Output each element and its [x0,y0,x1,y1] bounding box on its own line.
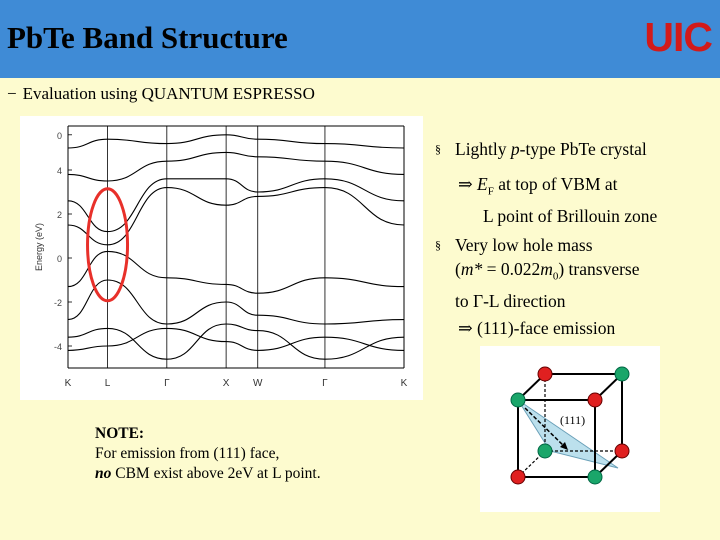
y-tick-label: -4 [54,342,62,352]
subtitle: −Evaluation using QUANTUM ESPRESSO [7,84,315,104]
x-tick-label: X [223,378,230,389]
band-line [67,279,405,325]
header-bar: PbTe Band Structure UIC [0,0,720,78]
y-tick-label: 2 [57,210,62,220]
note-emphasis: no [95,465,112,482]
atom-red [510,469,526,485]
atom-green [587,469,603,485]
y-tick-label: 0 [57,131,62,141]
atom-green [614,366,630,382]
bullet-marker: § [435,142,441,156]
dash-bullet: − [7,84,17,103]
page-title: PbTe Band Structure [7,20,288,55]
atom-green [510,392,526,408]
implies-symbol: ⇒ [458,174,473,194]
atom-red [587,392,603,408]
y-tick-label: 4 [57,166,62,176]
note-line1: For emission from (111) face, [95,445,280,462]
fcc-cube-diagram: (111) [480,346,660,512]
subtitle-text: Evaluation using QUANTUM ESPRESSO [22,84,315,103]
bullet-marker: § [435,238,441,252]
implication-ef: ⇒ EF at top of VBM at L point of Brillou… [458,174,658,226]
plane-label: (111) [560,413,585,427]
x-tick-label: K [65,378,72,389]
implication-111: ⇒ (111)-face emission [458,318,616,338]
atom-red [614,443,630,459]
note-box: NOTE: For emission from (111) face, no C… [95,424,321,484]
x-tick-label: K [401,378,408,389]
bullet-ptype: §Lightly p-type PbTe crystal [435,139,647,159]
bullet-hole-mass: §Very low hole mass (m* = 0.022m0) trans… [435,235,640,311]
note-line2: CBM exist above 2eV at L point. [111,465,321,482]
x-tick-label: W [253,378,263,389]
y-tick-label: 0 [57,254,62,264]
band-line [67,250,405,294]
x-tick-label: Γ [164,378,170,389]
band-line [67,187,405,246]
cube-svg: (111) [510,366,630,485]
implies-symbol: ⇒ [458,318,473,338]
atom-green [537,443,553,459]
y-axis-label: Energy (eV) [34,223,44,271]
y-tick-label: -2 [54,298,62,308]
x-tick-label: L [105,378,111,389]
band-line [67,323,405,360]
x-tick-label: Γ [322,378,328,389]
band-structure-svg: 0 4 2 0 -2 -4 Energy (eV) K L Γ X W Γ K [34,125,408,389]
band-structure-plot: 0 4 2 0 -2 -4 Energy (eV) K L Γ X W Γ K [20,116,423,400]
uic-logo: UIC [644,14,713,60]
atom-red [537,366,553,382]
note-heading: NOTE: [95,425,145,442]
plane-111 [517,399,619,469]
band-line [67,151,405,182]
band-line [67,134,405,149]
band-line [67,178,405,233]
highlight-ellipse [86,187,130,303]
band-line [67,327,405,351]
